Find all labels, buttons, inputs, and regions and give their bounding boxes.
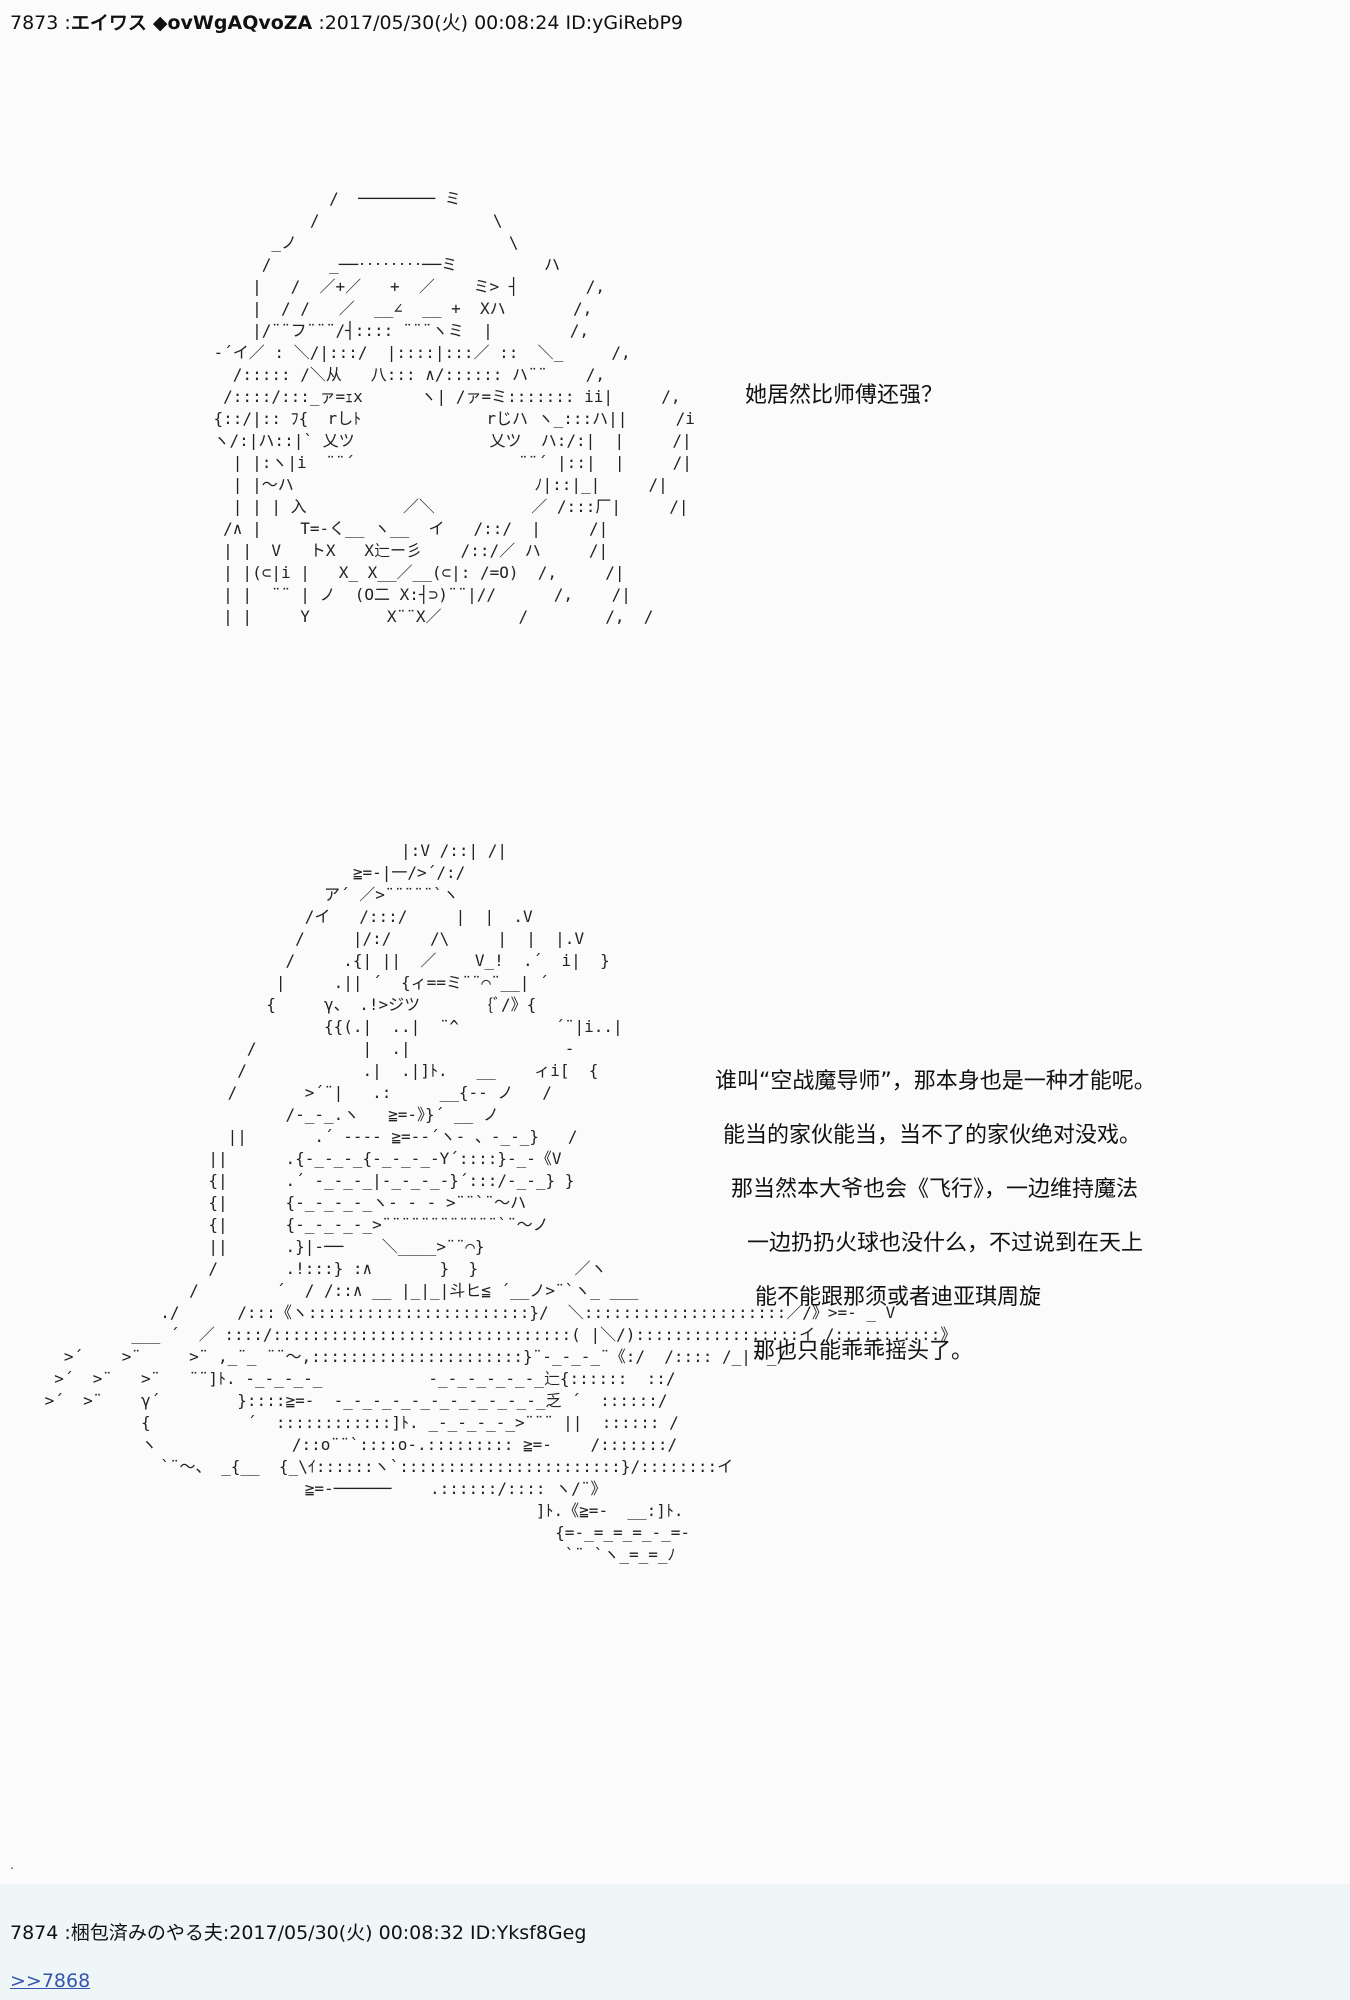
header-sep: : [64, 1922, 71, 1944]
post-7874 [0, 1884, 1350, 2000]
poster-trip: ◆ovWgAQvoZA [152, 12, 313, 34]
speech-line: 一边扔扔火球也没什么，不过说到在天上 [747, 1231, 1144, 1256]
ascii-art-character-1: / ──────── ミ / \ _ノ \ / _──‥‥‥‥──ミ ハ | /… [213, 189, 695, 626]
reply-link[interactable]: >>7868 [10, 1970, 91, 1992]
speech-line: 谁叫“空战魔导师”，那本身也是一种才能呢。 [715, 1069, 1156, 1094]
poster-name: 梱包済みのやる夫 [70, 1922, 223, 1944]
speech-line: 那也只能乖乖摇头了。 [753, 1339, 974, 1364]
header-sep: : [318, 12, 325, 34]
post-7873: 7873 :エイワス ◆ovWgAQvoZA :2017/05/30(火) 00… [10, 8, 1156, 1872]
post-header: 7874 :梱包済みのやる夫:2017/05/30(火) 00:08:32 ID… [10, 1918, 586, 1945]
post-header: 7873 :エイワス ◆ovWgAQvoZA :2017/05/30(火) 00… [10, 8, 683, 35]
header-sep: : [222, 1922, 230, 1944]
post-number[interactable]: 7874 [10, 1922, 59, 1944]
speech-line: 那当然本大爷也会《飞行》，一边维持魔法 [731, 1177, 1139, 1202]
header-sep: : [64, 12, 71, 34]
post-datetime: 2017/05/30(火) 00:08:24 [324, 12, 560, 34]
speech-line: 她居然比师傅还强？ [745, 383, 944, 408]
post-datetime: 2017/05/30(火) 00:08:32 [229, 1922, 464, 1944]
poster-id[interactable]: ID:yGiRebP9 [565, 12, 684, 34]
ascii-art-character-2: |:V /::| /| ≧=-|一/>´/:/ ア´ ／>¨¨¨¨¨`ヽ /イ … [44, 841, 957, 1564]
post-number[interactable]: 7873 [10, 12, 59, 34]
speech-line: 能不能跟那须或者迪亚琪周旋 [755, 1285, 1042, 1310]
poster-id[interactable]: ID:Yksf8Geg [470, 1922, 587, 1944]
trailing-dot: . [10, 1858, 14, 1872]
poster-name: エイワス [70, 12, 147, 34]
speech-line: 能当的家伙能当，当不了的家伙绝对没戏。 [723, 1123, 1142, 1148]
speech-block: 谁叫“空战魔导师”，那本身也是一种才能呢。 能当的家伙能当，当不了的家伙绝对没戏… [715, 1055, 1156, 1379]
